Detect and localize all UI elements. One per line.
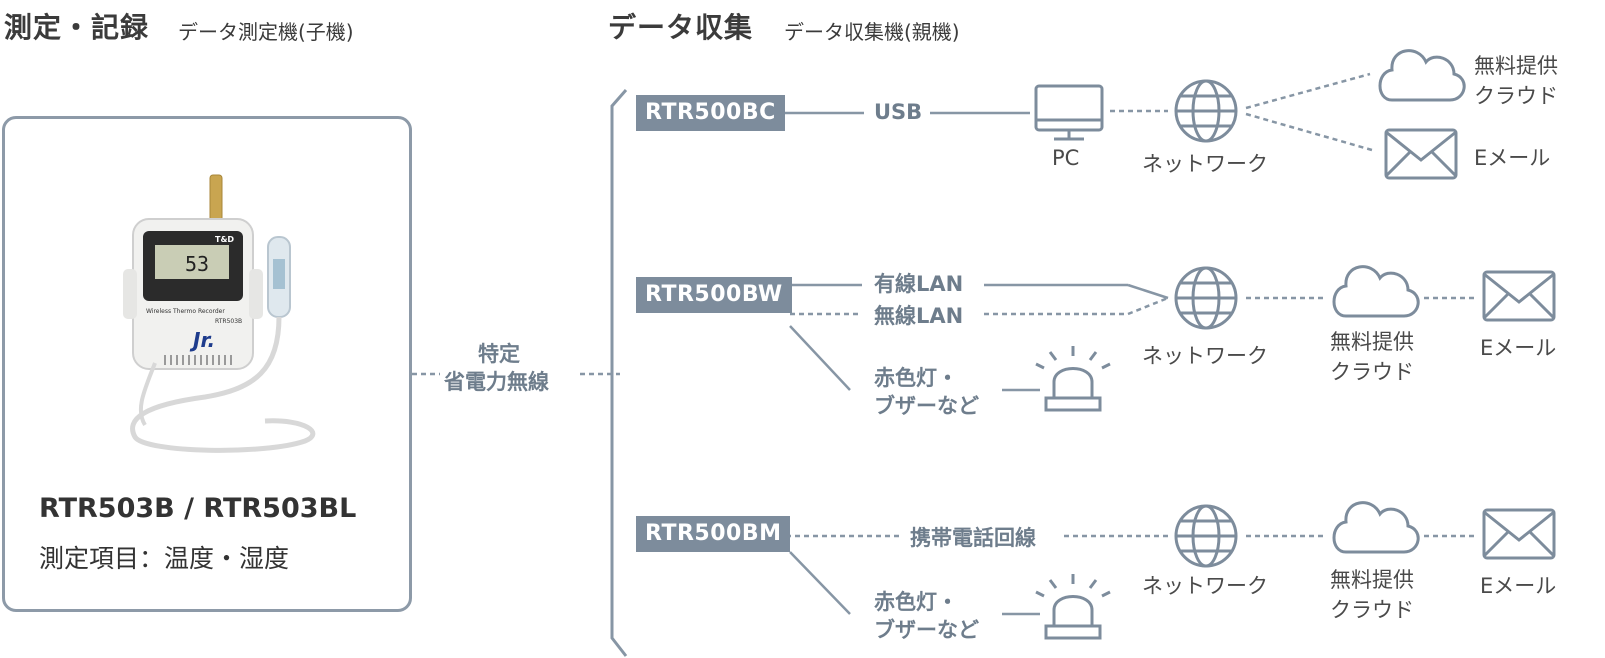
- cloud-label-row1-line2: クラウド: [1474, 84, 1558, 108]
- network-label-row3: ネットワーク: [1142, 574, 1268, 598]
- cellular-label: 携帯電話回線: [910, 526, 1036, 550]
- cloud-label-row1-line1: 無料提供: [1474, 54, 1558, 78]
- tag-rtr500bc: RTR500BC: [636, 95, 785, 131]
- right-title: データ収集: [608, 11, 754, 44]
- device-panel: 53 T&D Wireless Thermo Recorder RTR503B …: [2, 116, 412, 612]
- cloud-icon-row1: [1378, 49, 1466, 102]
- alarm-label-row3-line2: ブザーなど: [874, 618, 979, 642]
- jr-logo: Jr.: [189, 328, 215, 352]
- pc-monitor-icon: [1034, 84, 1104, 141]
- network-label-row2: ネットワーク: [1142, 344, 1268, 368]
- wired-lan-label: 有線LAN: [874, 272, 964, 296]
- alarm-lamp-icon-row3: [1035, 574, 1111, 640]
- globe-icon-row1: [1174, 79, 1238, 143]
- tag-rtr500bm: RTR500BM: [636, 516, 791, 552]
- email-label-row1: Eメール: [1474, 146, 1551, 170]
- network-label-row1: ネットワーク: [1142, 152, 1268, 176]
- logger-device-image: 53 T&D Wireless Thermo Recorder RTR503B …: [123, 174, 316, 453]
- email-icon-row3: [1482, 508, 1556, 560]
- alarm-lamp-icon-row2: [1035, 346, 1111, 412]
- cloud-label-row3-line1: 無料提供: [1330, 568, 1414, 592]
- cloud-label-row3-line2: クラウド: [1330, 598, 1414, 622]
- email-label-row3: Eメール: [1480, 574, 1557, 598]
- device-label-model: RTR503B: [215, 318, 242, 325]
- left-title: 測定・記録: [4, 11, 150, 44]
- alarm-label-row3-line1: 赤色灯・: [874, 590, 958, 614]
- device-measure-items: 測定項目：温度・湿度: [39, 544, 290, 573]
- cloud-label-row2-line1: 無料提供: [1330, 330, 1414, 354]
- email-label-row2: Eメール: [1480, 336, 1557, 360]
- email-icon-row2: [1482, 270, 1556, 322]
- lcd-readout: 53: [185, 252, 209, 276]
- wireless-lan-label: 無線LAN: [874, 304, 964, 328]
- pc-label: PC: [1052, 146, 1080, 170]
- alarm-label-row2-line1: 赤色灯・: [874, 366, 958, 390]
- device-label-line: Wireless Thermo Recorder: [146, 308, 225, 315]
- tag-rtr500bw: RTR500BW: [636, 277, 792, 313]
- left-subtitle: データ測定機(子機): [178, 20, 354, 44]
- usb-label: USB: [874, 100, 923, 124]
- email-icon-row1: [1384, 128, 1458, 180]
- wireless-label-line1: 特定: [478, 342, 520, 366]
- cloud-label-row2-line2: クラウド: [1330, 360, 1414, 384]
- alarm-label-row2-line2: ブザーなど: [874, 394, 979, 418]
- cloud-icon-row2: [1332, 265, 1420, 318]
- wireless-label-line2: 省電力無線: [444, 370, 549, 394]
- right-subtitle: データ収集機(親機): [784, 20, 960, 44]
- globe-icon-row3: [1174, 504, 1238, 568]
- globe-icon-row2: [1174, 266, 1238, 330]
- cloud-icon-row3: [1332, 501, 1420, 554]
- brand-logo: T&D: [215, 235, 234, 244]
- device-model: RTR503B / RTR503BL: [39, 493, 357, 524]
